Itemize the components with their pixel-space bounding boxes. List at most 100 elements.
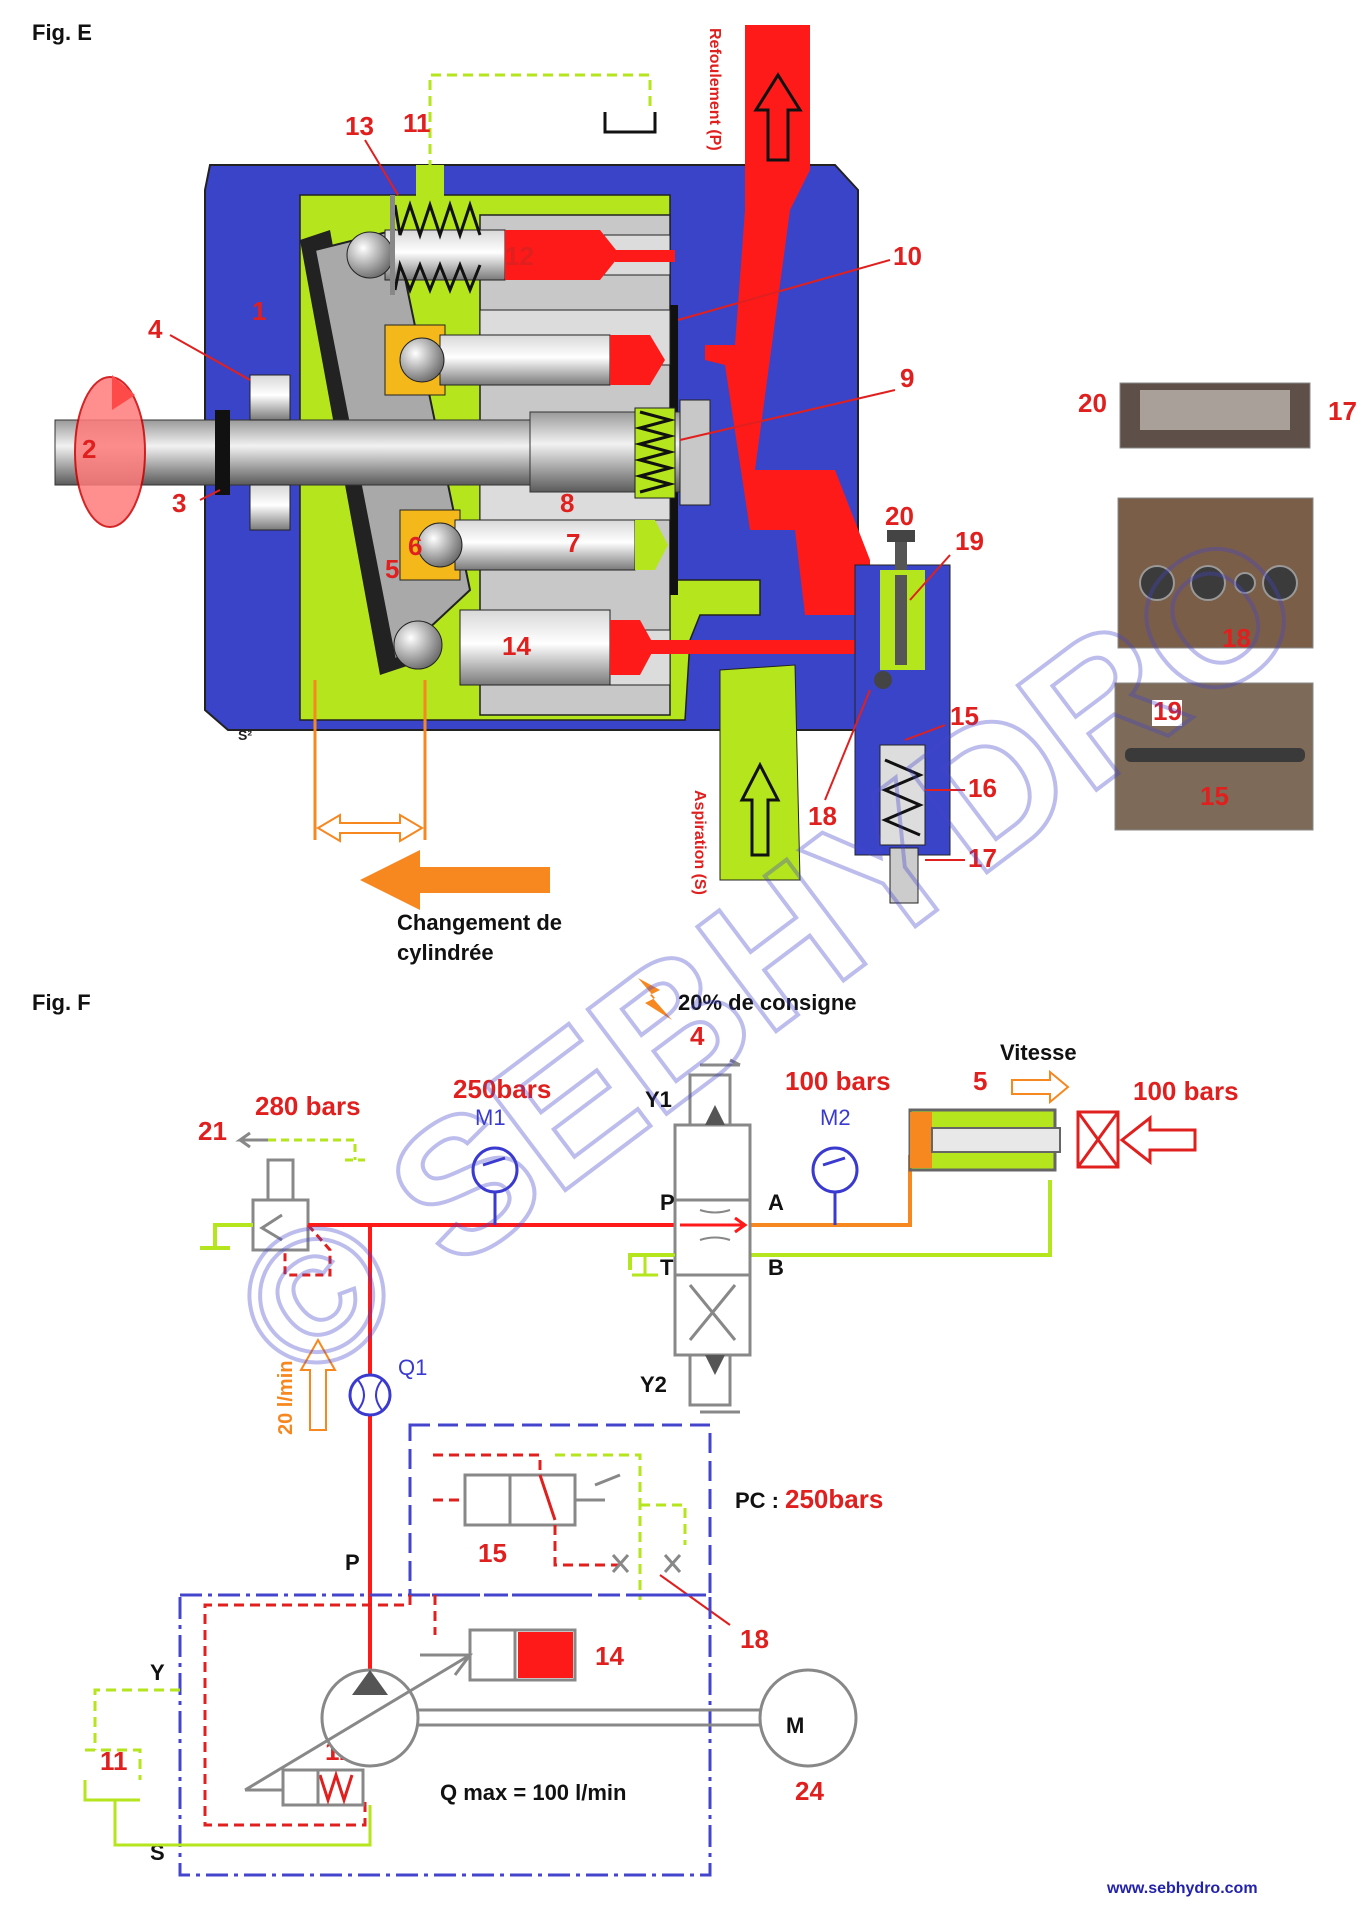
flow-arrow-icon — [299, 1337, 337, 1431]
orifice-18-symbol — [611, 1554, 682, 1573]
pc-label: PC : — [735, 1488, 779, 1513]
tank-11-symbol — [83, 1780, 140, 1802]
s2-label: S² — [238, 727, 252, 743]
spool-15 — [895, 575, 907, 665]
discharge-channel — [705, 25, 870, 615]
p-line-label: P — [345, 1550, 360, 1575]
pc-signal-red — [553, 1525, 620, 1567]
fig-f-title: Fig. F — [32, 990, 91, 1015]
photo2-label: 18 — [1222, 623, 1251, 653]
port-t-label: T — [660, 1255, 674, 1280]
label-3: 3 — [172, 488, 186, 518]
valve-flow-pa — [680, 1216, 748, 1234]
solenoid-y1-icon — [705, 1105, 725, 1125]
relief-drain-arrow — [235, 1131, 268, 1149]
actuator-12-spring — [318, 1770, 354, 1805]
orifice-18 — [874, 671, 892, 689]
relief-valve-spring — [266, 1158, 295, 1202]
port-a-label: A — [768, 1190, 784, 1215]
bearing-4-top — [249, 374, 291, 421]
label-f-15: 15 — [478, 1538, 507, 1568]
label-11: 11 — [403, 108, 431, 138]
m2-pressure-label: 100 bars — [785, 1066, 891, 1096]
label-14: 14 — [502, 631, 531, 661]
photo3-tag-a — [1152, 700, 1182, 726]
gauge-m2-icon — [811, 1146, 859, 1194]
load-label: 100 bars — [1133, 1076, 1239, 1106]
label-f-21: 21 — [198, 1116, 227, 1146]
label-5: 5 — [385, 554, 399, 584]
cylinder-5-chamber — [910, 1112, 932, 1168]
rotation-icon — [74, 376, 146, 528]
adjuster-20-head — [887, 530, 915, 542]
change-label-1: Changement de — [397, 910, 562, 935]
flow-label: 20 l/min — [275, 1361, 297, 1435]
y-line-label: Y — [150, 1660, 165, 1685]
suction-channel — [719, 664, 801, 881]
y1-label: Y1 — [645, 1087, 672, 1112]
pc-value: 250bars — [785, 1484, 883, 1514]
label-15: 15 — [950, 701, 979, 731]
shaft-seal-3 — [215, 410, 230, 495]
photo1-label-right: 17 — [1328, 396, 1357, 426]
displacement-arrow-icon — [360, 850, 550, 910]
refoulement-label: Refoulement (P) — [706, 28, 723, 151]
photo-compensator-detail — [1140, 390, 1290, 430]
label-10: 10 — [893, 241, 922, 271]
motor-label: M — [786, 1713, 804, 1738]
y2-label: Y2 — [640, 1372, 667, 1397]
flowmeter-q1-icon — [348, 1373, 392, 1417]
relief-pilot-line — [283, 1224, 332, 1277]
compensator-flow-arrow — [538, 1474, 557, 1521]
website-label: www.sebhydro.com — [1106, 1880, 1258, 1897]
valve-tank-t — [632, 1253, 675, 1277]
label-1: 1 — [252, 296, 266, 326]
pump-envelope — [178, 1593, 712, 1877]
stroke-range-icon — [316, 813, 424, 843]
label-13: 13 — [345, 111, 374, 141]
qmax-label: Q max = 100 l/min — [440, 1780, 626, 1805]
directional-valve-4 — [673, 1058, 752, 1414]
bearing-4-bottom — [249, 484, 291, 531]
label-8: 8 — [560, 488, 574, 518]
solenoid-y2-icon — [705, 1355, 725, 1375]
label-f-4: 4 — [690, 1021, 705, 1051]
drain-port — [416, 165, 444, 200]
relief-pressure-label: 280 bars — [255, 1091, 361, 1121]
port-p-label: P — [660, 1190, 675, 1215]
relief-drain-line — [268, 1138, 365, 1162]
piston-7 — [399, 509, 668, 581]
discharge-arrow-icon — [753, 72, 803, 162]
change-label-2: cylindrée — [397, 940, 494, 965]
stroke-markers — [313, 680, 427, 840]
label-12: 12 — [505, 241, 534, 271]
valve-throttle — [699, 1209, 731, 1241]
m2-label: M2 — [820, 1105, 851, 1130]
photo3-label-a: 19 — [1153, 696, 1182, 726]
drain-line-11 — [428, 73, 652, 170]
relief-valve-arrow — [259, 1213, 283, 1242]
compensator-envelope — [408, 1423, 712, 1597]
suction-arrow-icon — [739, 761, 781, 857]
spring-16 — [881, 758, 924, 837]
pump-direction-icon — [352, 1670, 388, 1695]
label-19: 19 — [955, 526, 984, 556]
compensator-valve-15 — [463, 1473, 577, 1527]
pc-pilot-red — [433, 1453, 542, 1502]
label-6: 6 — [408, 531, 422, 561]
photo3-label-b: 15 — [1200, 781, 1229, 811]
cylinder-5-rod — [931, 1127, 1061, 1153]
suction-line-s — [113, 1800, 372, 1847]
line-a — [740, 1155, 912, 1227]
vitesse-label: Vitesse — [1000, 1040, 1077, 1065]
compensator-spring — [575, 1473, 621, 1502]
leader-18 — [659, 1574, 731, 1626]
label-18: 18 — [808, 801, 837, 831]
m1-label: M1 — [475, 1105, 506, 1130]
photo1-label-left: 20 — [1078, 388, 1107, 418]
label-4: 4 — [148, 314, 163, 344]
rotation-arrow-icon — [112, 375, 135, 410]
relief-tank-line — [200, 1223, 253, 1250]
piston-12 — [346, 195, 675, 295]
